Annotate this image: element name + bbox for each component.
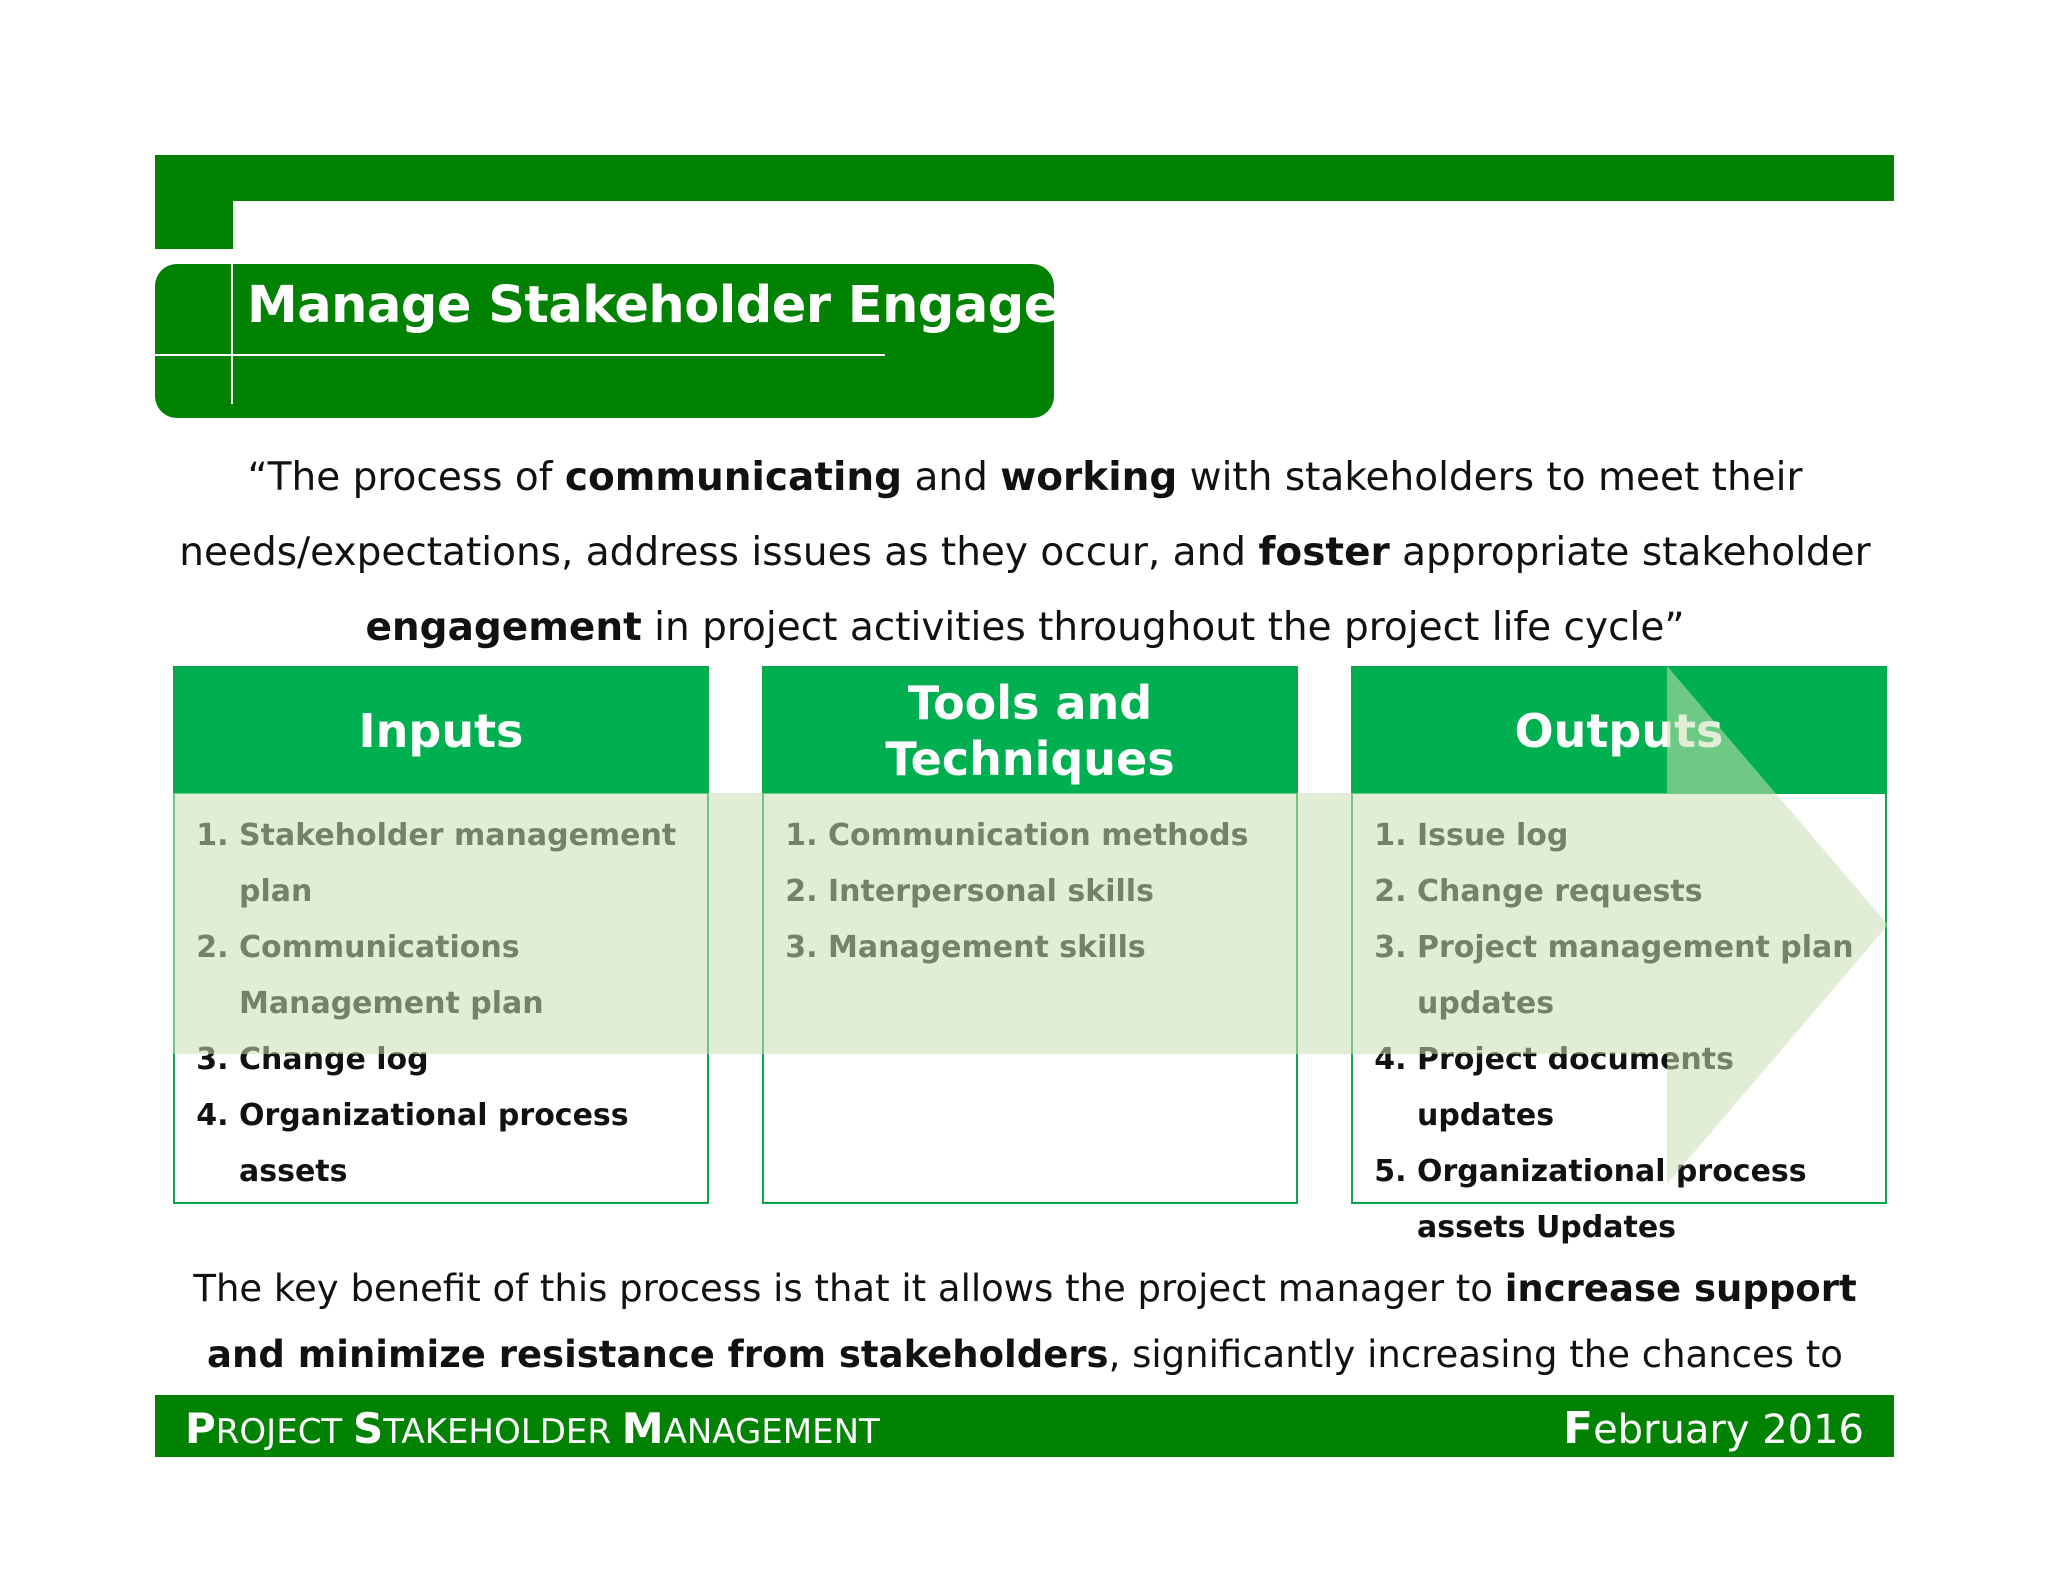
list-item: Change requests <box>1417 864 1877 920</box>
process-definition-quote: “The process of communicating and workin… <box>160 440 1890 665</box>
tools-heading-line1: Tools and <box>907 676 1153 730</box>
quote-text: in project activities throughout the pro… <box>641 605 1685 650</box>
footer-cap: P <box>185 1404 216 1453</box>
quote-text: appropriate stakeholder <box>1389 530 1871 575</box>
top-banner-corner <box>155 155 233 249</box>
footer-rest: ANAGEMENT <box>663 1412 880 1452</box>
footer-course-title: PROJECT STAKEHOLDER MANAGEMENT <box>185 1404 880 1453</box>
footer-bar: PROJECT STAKEHOLDER MANAGEMENT February … <box>155 1395 1894 1457</box>
inputs-heading: Inputs <box>175 668 707 794</box>
list-item: Stakeholder management plan <box>239 808 699 920</box>
title-vertical-line <box>231 264 233 404</box>
top-banner-curve <box>233 201 273 249</box>
list-item: Project documents updates <box>1417 1032 1877 1144</box>
list-item: Management skills <box>828 920 1288 976</box>
list-item: Change log <box>239 1032 699 1088</box>
tools-list: Communication methods Interpersonal skil… <box>782 808 1288 976</box>
quote-text: with stakeholders to meet their needs/ex… <box>179 455 1803 575</box>
page-title: Manage Stakeholder Engagement <box>247 276 1054 335</box>
footer-date-cap: F <box>1563 1403 1594 1454</box>
title-box: Manage Stakeholder Engagement <box>155 264 1054 418</box>
quote-text: and <box>902 455 1001 500</box>
list-item: Communications Management plan <box>239 920 699 1032</box>
inputs-column: Inputs Stakeholder management plan Commu… <box>173 666 709 1204</box>
footer-rest: TAKEHOLDER <box>383 1412 622 1452</box>
outputs-heading: Outputs <box>1353 668 1885 794</box>
title-horizontal-line <box>155 354 885 356</box>
footer-date-rest: ebruary 2016 <box>1593 1407 1864 1453</box>
quote-text: “The process of <box>247 455 565 500</box>
list-item: Communication methods <box>828 808 1288 864</box>
benefit-text: The key benefit of this process is that … <box>193 1267 1505 1310</box>
footer-cap: M <box>621 1404 664 1453</box>
list-item: Issue log <box>1417 808 1877 864</box>
list-item: Project management plan updates <box>1417 920 1877 1032</box>
outputs-list: Issue log Change requests Project manage… <box>1371 808 1877 1256</box>
tools-heading-line2: Techniques <box>885 732 1175 786</box>
outputs-column: Outputs Issue log Change requests Projec… <box>1351 666 1887 1245</box>
quote-bold-communicating: communicating <box>564 455 903 500</box>
footer-rest: ROJECT <box>215 1412 354 1452</box>
list-item: Organizational process assets Updates <box>1417 1144 1877 1256</box>
footer-cap: S <box>353 1404 384 1453</box>
quote-bold-working: working <box>1000 455 1178 500</box>
quote-bold-engagement: engagement <box>365 605 642 650</box>
list-item: Organizational process assets <box>239 1088 699 1200</box>
quote-bold-foster: foster <box>1258 530 1390 575</box>
inputs-list: Stakeholder management plan Communicatio… <box>193 808 699 1200</box>
top-banner <box>155 155 1894 201</box>
benefit-bold: increase support and minimize resistance… <box>207 1267 1857 1376</box>
list-item: Interpersonal skills <box>828 864 1288 920</box>
footer-date: February 2016 <box>1563 1403 1864 1454</box>
